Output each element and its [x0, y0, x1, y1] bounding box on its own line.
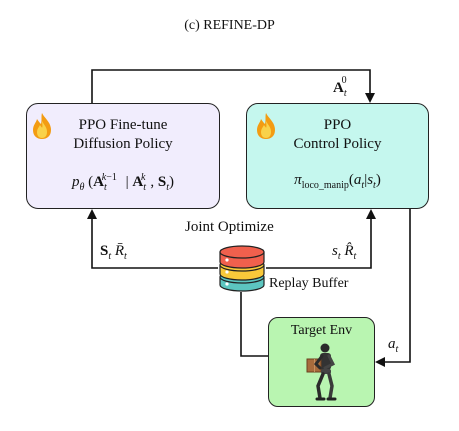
diagram-title: (c) REFINE-DP [184, 18, 275, 33]
control-policy-title-line2: Control Policy [293, 136, 382, 152]
diffusion-policy-title-line1: PPO Fine-tune [78, 117, 168, 133]
joint-optimize-label: Joint Optimize [185, 219, 274, 235]
buffer-to-control-arrow [266, 209, 376, 269]
left-return-label: St R̄t [100, 243, 127, 262]
fire-icon [257, 113, 275, 139]
control-policy-formula: πloco_manip(at|st) [294, 172, 381, 191]
control-policy-box: PPO Control Policy πloco_manip(at|st) [246, 103, 429, 209]
control-policy-title-line1: PPO [323, 117, 352, 133]
action-arrow [375, 209, 411, 367]
buffer-to-diffusion-arrow [87, 209, 218, 269]
fire-icon [33, 113, 51, 139]
env-to-buffer-line [240, 292, 268, 357]
right-return-label: st R̂t [332, 243, 357, 262]
target-env-title: Target Env [290, 323, 353, 338]
diffusion-policy-title-line2: Diffusion Policy [73, 136, 173, 152]
replay-buffer-icon [219, 245, 265, 292]
diffusion-policy-formula: pθ (Atk−1 | Atk, St) [71, 172, 175, 193]
target-env-box: Target Env [268, 317, 375, 407]
diffusion-policy-box: PPO Fine-tune Diffusion Policy pθ (Atk−1… [26, 103, 220, 209]
top-arrow-label: At0 [333, 75, 347, 99]
top-loop-arrow [91, 69, 375, 103]
humanoid-robot-icon [306, 343, 337, 401]
replay-buffer-label: Replay Buffer [269, 276, 349, 291]
action-label: at [388, 336, 399, 355]
